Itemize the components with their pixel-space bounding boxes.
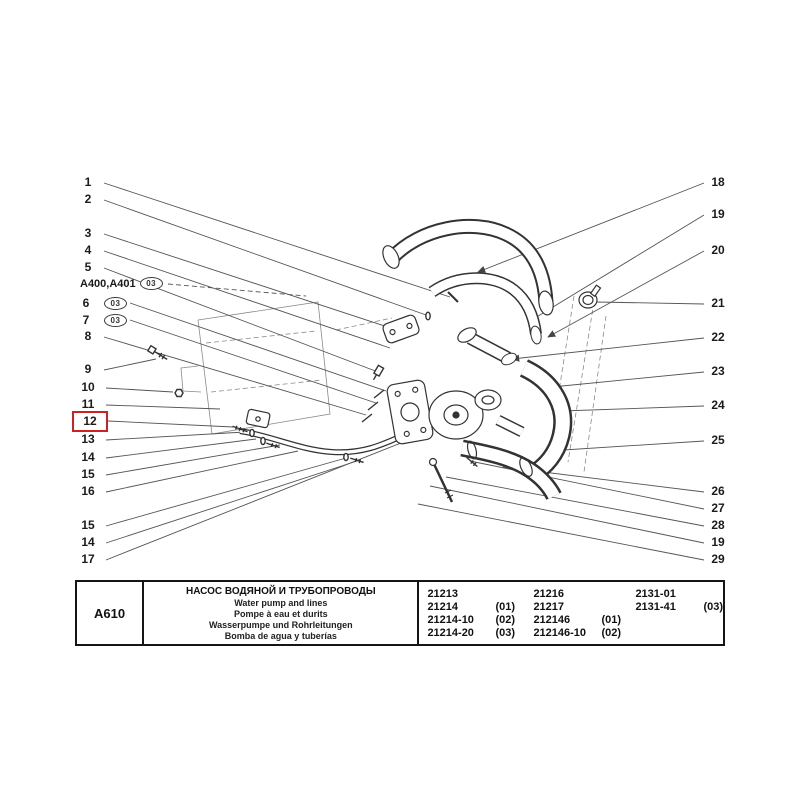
model-entry: 21214-20(03) [427, 627, 515, 639]
callout-2: 2 [84, 192, 92, 206]
catalog-section-code: A610 [77, 582, 145, 644]
callout-29: 29 [711, 552, 725, 566]
model-entry: 21214(01) [427, 601, 515, 613]
callout-8: 8 [84, 329, 92, 343]
model-column-3: 2131-01 2131-41(03) [635, 588, 723, 644]
variant-note-label: A400,A401 [80, 277, 136, 290]
callout-11: 11 [81, 397, 95, 411]
title-russian: НАСОС ВОДЯНОЙ И ТРУБОПРОВОДЫ [185, 585, 376, 597]
assembly-titles: НАСОС ВОДЯНОЙ И ТРУБОПРОВОДЫ Water pump … [144, 582, 420, 644]
callout-9: 9 [84, 362, 92, 376]
callout-18: 18 [711, 175, 725, 189]
model-entry: 2131-41(03) [635, 601, 723, 613]
callout-24: 24 [711, 398, 725, 412]
callout-15: 15 [81, 467, 95, 481]
variant-badge-icon: 03 [104, 313, 127, 327]
model-entry: 21216 [533, 588, 565, 600]
callout-17: 17 [81, 552, 95, 566]
projection-lines [549, 295, 607, 473]
callout-19: 19 [711, 207, 725, 221]
model-entry: 21214-10(02) [427, 614, 515, 626]
model-entry: 212146(01) [533, 614, 621, 626]
callout-25: 25 [711, 433, 725, 447]
callout-23: 23 [711, 364, 725, 378]
variant-note: A400,A401 03 [80, 277, 163, 290]
model-entry: 21217 [533, 601, 565, 613]
model-column-1: 21213 21214(01) 21214-10(02) 21214-20(03… [427, 588, 533, 644]
callout-26: 26 [711, 484, 725, 498]
callout-13: 13 [81, 432, 95, 446]
leader-lines [103, 182, 705, 561]
callout-16: 16 [81, 484, 95, 498]
callout-14: 14 [81, 450, 95, 464]
callout-3: 3 [84, 226, 92, 240]
pipes-and-hoses [239, 218, 573, 501]
engine-outline [180, 301, 393, 435]
title-english: Water pump and lines [234, 597, 328, 608]
callout-15b: 15 [81, 518, 95, 532]
callout-22: 22 [711, 330, 725, 344]
model-entry: 2131-01 [635, 588, 676, 600]
pump-housing [245, 314, 502, 445]
title-french: Pompe à eau et durits [234, 608, 328, 619]
callout-6: 6 03 [72, 296, 127, 310]
parts-table: A610 НАСОС ВОДЯНОЙ И ТРУБОПРОВОДЫ Water … [75, 580, 725, 646]
model-entry: 212146-10(02) [533, 627, 621, 639]
callout-20: 20 [711, 243, 725, 257]
title-spanish: Bomba de agua y tuberías [224, 630, 337, 641]
callout-12-highlighted: 12 [72, 411, 108, 432]
callout-14b: 14 [81, 535, 95, 549]
fasteners [146, 291, 478, 503]
callout-19b: 19 [711, 535, 725, 549]
model-entry: 21213 [427, 588, 459, 600]
callout-28: 28 [711, 518, 725, 532]
gasket [382, 314, 420, 344]
callout-27: 27 [711, 501, 725, 515]
callout-4: 4 [84, 243, 92, 257]
model-applicability: 21213 21214(01) 21214-10(02) 21214-20(03… [419, 582, 723, 644]
callout-1: 1 [84, 175, 92, 189]
model-column-2: 21216 21217 212146(01) 212146-10(02) [533, 588, 635, 644]
callout-5: 5 [84, 260, 92, 274]
hose-clamp [578, 284, 602, 309]
callout-10: 10 [81, 380, 95, 394]
variant-badge-icon: 03 [104, 296, 127, 310]
title-german: Wasserpumpe und Rohrleitungen [208, 619, 353, 630]
variant-badge-icon: 03 [139, 277, 163, 290]
tube-bracket [245, 408, 271, 429]
callout-7-number: 7 [82, 313, 90, 327]
callout-21: 21 [711, 296, 725, 310]
callout-6-number: 6 [82, 296, 90, 310]
callout-7: 7 03 [72, 313, 127, 327]
